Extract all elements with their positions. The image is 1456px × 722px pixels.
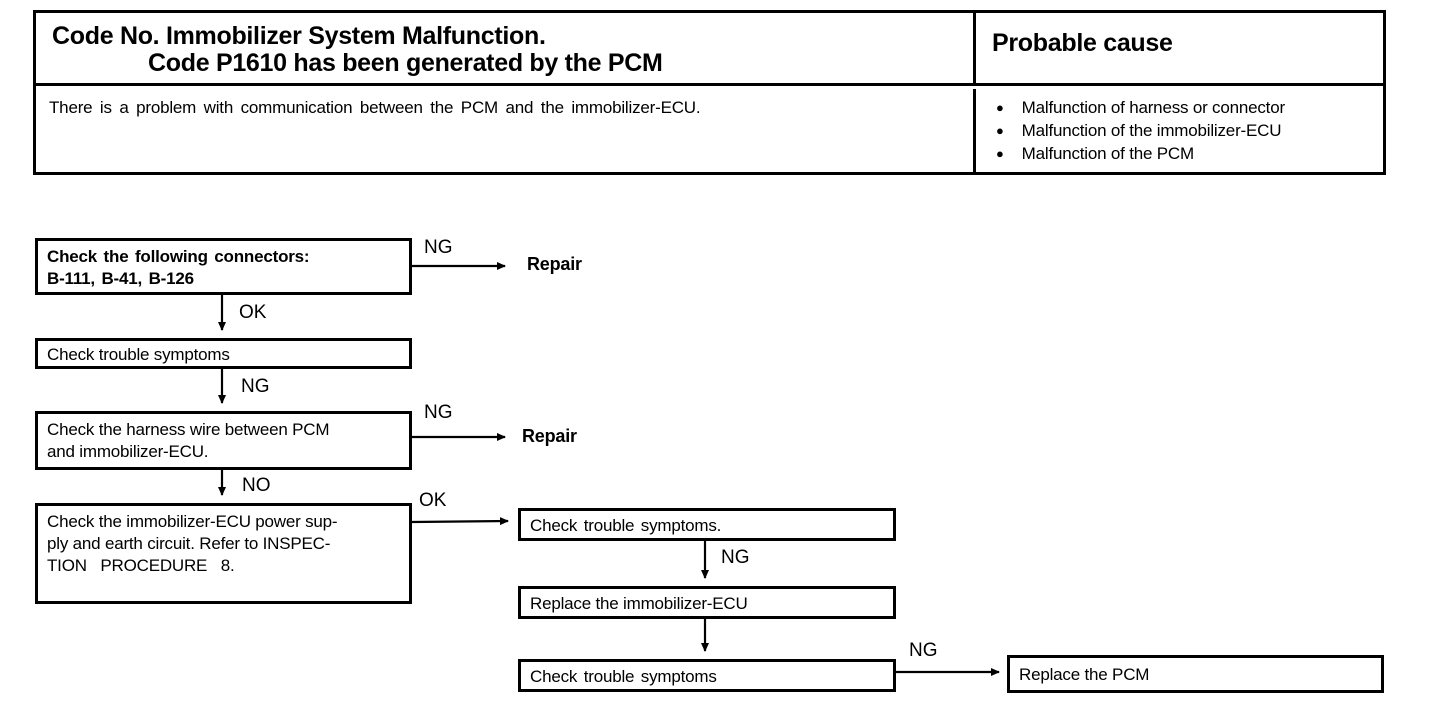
probable-cause-header-cell: Probable cause: [973, 13, 1383, 86]
probable-cause-cell: ● Malfunction of harness or connector ● …: [973, 89, 1383, 172]
cause-text: Malfunction of the immobilizer-ECU: [1021, 121, 1282, 140]
code-title-line1: Code No. Immobilizer System Malfunction.: [52, 22, 546, 50]
box-text: Check trouble symptoms: [47, 345, 230, 364]
edge-label-ok-1: OK: [239, 302, 267, 323]
box-text: Check the immobilizer-ECU power sup-: [47, 512, 338, 531]
bullet-icon: ●: [996, 123, 1004, 138]
edge-label-ok-2: OK: [419, 490, 447, 511]
problem-description: There is a problem with communication be…: [49, 98, 701, 117]
edge-label-ng-1: NG: [424, 237, 453, 258]
box-text: Check trouble symptoms: [530, 667, 717, 686]
box-text: Replace the PCM: [1019, 665, 1150, 684]
flow-box-replace-pcm: Replace the PCM: [1007, 655, 1384, 693]
cause-item: ● Malfunction of harness or connector: [996, 97, 1383, 120]
flow-box-check-symptoms-2: Check trouble symptoms.: [518, 508, 896, 541]
box-text: Replace the immobilizer-ECU: [530, 594, 748, 613]
cause-item: ● Malfunction of the immobilizer-ECU: [996, 120, 1383, 143]
box-text: and immobilizer-ECU.: [47, 442, 209, 461]
flow-box-check-symptoms-3: Check trouble symptoms: [518, 659, 896, 692]
edge-label-ng-3: NG: [424, 402, 453, 423]
flow-box-check-symptoms-1: Check trouble symptoms: [35, 338, 412, 369]
flow-box-check-power-supply: Check the immobilizer-ECU power sup- ply…: [35, 503, 412, 604]
probable-cause-list: ● Malfunction of harness or connector ● …: [976, 97, 1383, 166]
box-text: Check the harness wire between PCM: [47, 420, 330, 439]
bullet-icon: ●: [996, 100, 1004, 115]
diagnostic-code-table: Code No. Immobilizer System Malfunction.…: [33, 10, 1386, 175]
code-title: Code No. Immobilizer System Malfunction.…: [36, 13, 973, 86]
flow-box-check-harness: Check the harness wire between PCM and i…: [35, 411, 412, 470]
bullet-icon: ●: [996, 146, 1004, 161]
flow-box-check-connectors: Check the following connectors: B-111, B…: [35, 238, 412, 295]
problem-description-cell: There is a problem with communication be…: [36, 89, 973, 172]
repair-label-1: Repair: [527, 254, 582, 274]
cause-text: Malfunction of the PCM: [1021, 144, 1194, 163]
cause-text: Malfunction of harness or connector: [1021, 98, 1285, 117]
code-title-line2: Code P1610 has been generated by the PCM: [148, 49, 663, 77]
edge-label-ng-5: NG: [909, 640, 938, 661]
box-text: Check trouble symptoms.: [530, 516, 722, 535]
flow-box-replace-immobilizer-ecu: Replace the immobilizer-ECU: [518, 586, 896, 619]
edge-label-ng-4: NG: [721, 547, 750, 568]
probable-cause-header: Probable cause: [992, 29, 1173, 57]
edge-label-no-1: NO: [242, 475, 271, 496]
box-text: B-111, B-41, B-126: [47, 269, 194, 288]
repair-label-2: Repair: [522, 426, 577, 446]
cause-item: ● Malfunction of the PCM: [996, 143, 1383, 166]
edge-label-ng-2: NG: [241, 376, 270, 397]
box-text: ply and earth circuit. Refer to INSPEC-: [47, 534, 331, 553]
box-text: TION PROCEDURE 8.: [47, 556, 235, 575]
box-text: Check the following connectors:: [47, 247, 310, 266]
